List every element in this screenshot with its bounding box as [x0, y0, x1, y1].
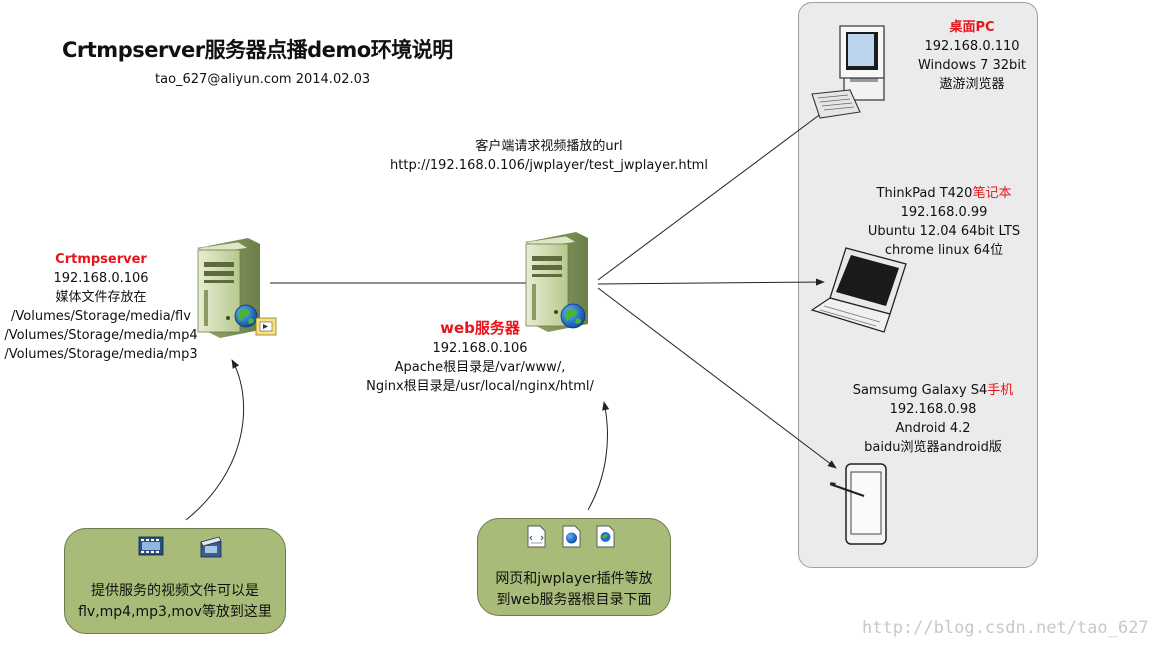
author-line: tao_627@aliyun.com 2014.02.03: [155, 72, 371, 87]
media-note-line2: flv,mp4,mp3,mov等放到这里: [78, 604, 272, 620]
media-files-note: 提供服务的视频文件可以是 flv,mp4,mp3,mov等放到这里: [64, 528, 286, 634]
web-page-icon: [596, 525, 615, 548]
desktop-pc-icon: [811, 25, 885, 119]
webserver-nginx-root: Nginx根目录是/usr/local/nginx/html/: [366, 379, 594, 394]
web-note-line2: 到web服务器根目录下面: [496, 592, 652, 608]
laptop-client-os: Ubuntu 12.04 64bit LTS: [867, 224, 1021, 239]
link-web-to-phone: [597, 287, 837, 469]
crtmpserver-label: Crtmpserver 192.168.0.106 媒体文件存放在 /Volum…: [0, 250, 202, 364]
laptop-client-browser: chrome linux 64位: [884, 243, 1004, 258]
webserver-name: web服务器: [440, 319, 520, 337]
crtmpserver-desc: 媒体文件存放在: [55, 290, 147, 305]
link-web-to-laptop: [597, 278, 825, 286]
film-icon: [138, 536, 164, 556]
web-file-icon: [562, 525, 581, 548]
pc-client-os: Windows 7 32bit: [917, 58, 1027, 73]
crtmpserver-path-flv: /Volumes/Storage/media/flv: [11, 309, 191, 324]
crtmpserver-globe-icon: [234, 304, 258, 328]
upload-arrow-web: [587, 401, 610, 511]
webserver-ip: 192.168.0.106: [432, 341, 528, 356]
tablet-phone-icon: [829, 463, 887, 545]
link-web-to-pc: [597, 103, 835, 281]
crtmpserver-ip: 192.168.0.106: [53, 271, 149, 286]
request-url-label: 客户端请求视频播放的url http://192.168.0.106/jwpla…: [372, 137, 726, 175]
laptop-client-ip: 192.168.0.99: [900, 205, 988, 220]
phone-client-type: 手机: [987, 383, 1014, 398]
phone-client-model: Samsumg Galaxy S4: [852, 383, 988, 398]
webserver-label: web服务器 192.168.0.106 Apache根目录是/var/www/…: [330, 318, 630, 396]
request-url-value: http://192.168.0.106/jwplayer/test_jwpla…: [390, 158, 708, 173]
pc-client-label: 桌面PC 192.168.0.110 Windows 7 32bit 遨游浏览器: [905, 18, 1039, 94]
upload-arrow-media: [185, 359, 245, 521]
phone-client-browser: baidu浏览器android版: [864, 440, 1002, 455]
crtmpserver-path-mp4: /Volumes/Storage/media/mp4: [4, 328, 198, 343]
web-note-line1: 网页和jwplayer插件等放: [495, 571, 653, 587]
webserver-globe-icon: [560, 303, 586, 329]
phone-client-os: Android 4.2: [895, 421, 971, 436]
watermark: http://blog.csdn.net/tao_627: [862, 618, 1149, 638]
laptop-icon: [810, 247, 907, 333]
laptop-client-model: ThinkPad T420: [876, 186, 973, 201]
html-file-icon: [527, 525, 546, 548]
laptop-client-type: 笔记本: [972, 186, 1012, 201]
webserver-apache-root: Apache根目录是/var/www/,: [394, 360, 566, 375]
media-folder-icon: [255, 317, 277, 336]
pc-client-name: 桌面PC: [949, 20, 995, 35]
film-clapper-icon: [200, 536, 222, 558]
crtmpserver-path-mp3: /Volumes/Storage/media/mp3: [4, 347, 198, 362]
page-title: Crtmpserver服务器点播demo环境说明: [62, 38, 453, 62]
request-url-caption: 客户端请求视频播放的url: [475, 139, 623, 154]
phone-client-ip: 192.168.0.98: [889, 402, 977, 417]
pc-client-ip: 192.168.0.110: [924, 39, 1020, 54]
crtmpserver-name: Crtmpserver: [55, 252, 147, 267]
media-note-line1: 提供服务的视频文件可以是: [91, 583, 259, 599]
laptop-client-label: ThinkPad T420笔记本 192.168.0.99 Ubuntu 12.…: [858, 184, 1030, 260]
phone-client-label: Samsumg Galaxy S4手机 192.168.0.98 Android…: [842, 381, 1024, 457]
pc-client-browser: 遨游浏览器: [939, 77, 1005, 92]
